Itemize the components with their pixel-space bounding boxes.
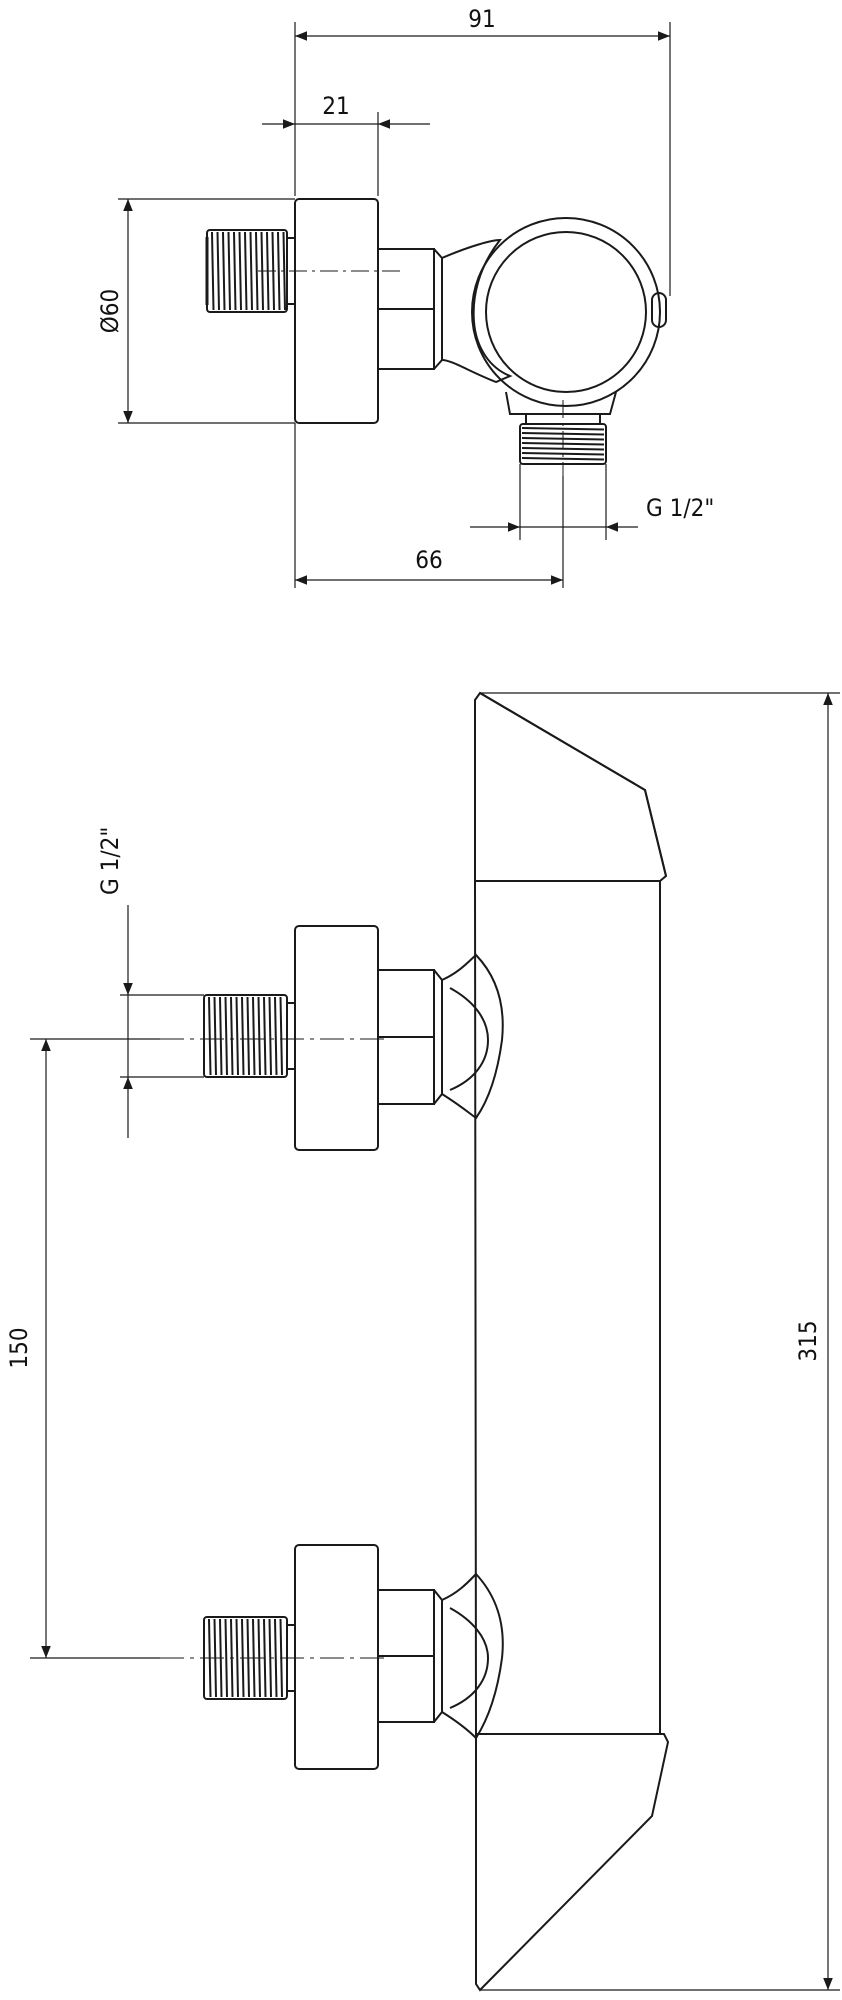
dim-overall-height: 315 [794, 1320, 822, 1361]
thread-line [274, 1618, 278, 1698]
thread-line [213, 996, 217, 1076]
front-view [160, 691, 670, 1992]
thread-line [246, 1618, 250, 1698]
thread-line [241, 1618, 245, 1698]
thread-line [257, 1618, 261, 1698]
dim-outlet-position: 66 [415, 546, 442, 574]
top-view-outlet-collar [505, 391, 617, 415]
thread-line [521, 452, 605, 456]
thread-line [521, 427, 605, 431]
thread-line [235, 996, 239, 1076]
thread-line [260, 231, 264, 311]
thread-line [222, 231, 226, 311]
thread-line [230, 1618, 234, 1698]
thread-line [263, 996, 267, 1076]
thread-line [233, 231, 237, 311]
thread-line [257, 996, 261, 1076]
thread-line [230, 996, 234, 1076]
thread-line [208, 1618, 212, 1698]
thread-line [244, 231, 248, 311]
dim-outlet-thread: G 1/2" [646, 494, 714, 522]
thread-line [521, 457, 605, 461]
thread-line [521, 442, 605, 446]
dim-inlet-thread: G 1/2" [96, 827, 124, 895]
front-view-bottom-cap [475, 1733, 670, 1992]
thread-line [521, 432, 605, 436]
thread-line [252, 1618, 256, 1698]
thread-line [255, 231, 259, 311]
front-view-upper-inlet [203, 925, 504, 1151]
thread-line [521, 447, 605, 451]
top-view [205, 198, 667, 476]
thread-line [279, 1618, 283, 1698]
dim-flange-width: 21 [322, 92, 349, 120]
thread-line [216, 231, 220, 311]
thread-line [279, 996, 283, 1076]
thread-line [238, 231, 242, 311]
front-view-top-cap [474, 691, 668, 882]
thread-line [224, 1618, 228, 1698]
thread-line [252, 996, 256, 1076]
thread-line [219, 996, 223, 1076]
thread-line [271, 231, 275, 311]
front-view-main-body [474, 880, 661, 1735]
dim-inlet-spacing: 150 [5, 1327, 33, 1368]
top-view-body-inner [485, 231, 647, 393]
dimension-labels: 91 21 Ø60 G 1/2" 66 G 1/2" 150 315 [5, 5, 822, 1369]
top-view-wall-flange [294, 198, 379, 424]
thread-line [249, 231, 253, 311]
thread-line [277, 231, 281, 311]
thread-line [224, 996, 228, 1076]
thread-line [211, 231, 215, 311]
thread-line [227, 231, 231, 311]
thread-line [521, 437, 605, 441]
thread-line [241, 996, 245, 1076]
dim-overall-width: 91 [468, 5, 495, 33]
top-view-body-outer [471, 217, 661, 407]
thread-line [268, 996, 272, 1076]
thread-line [213, 1618, 217, 1698]
thread-line [219, 1618, 223, 1698]
thread-hatching [208, 231, 605, 1698]
top-view-handle-knob [651, 292, 667, 328]
thread-line [282, 231, 286, 311]
thread-line [263, 1618, 267, 1698]
dim-flange-diameter: Ø60 [96, 289, 124, 333]
thread-line [274, 996, 278, 1076]
top-view-neck [441, 238, 513, 384]
thread-line [235, 1618, 239, 1698]
thread-line [208, 996, 212, 1076]
thread-line [268, 1618, 272, 1698]
dimension-lines [30, 22, 840, 1991]
thread-line [246, 996, 250, 1076]
thread-line [266, 231, 270, 311]
